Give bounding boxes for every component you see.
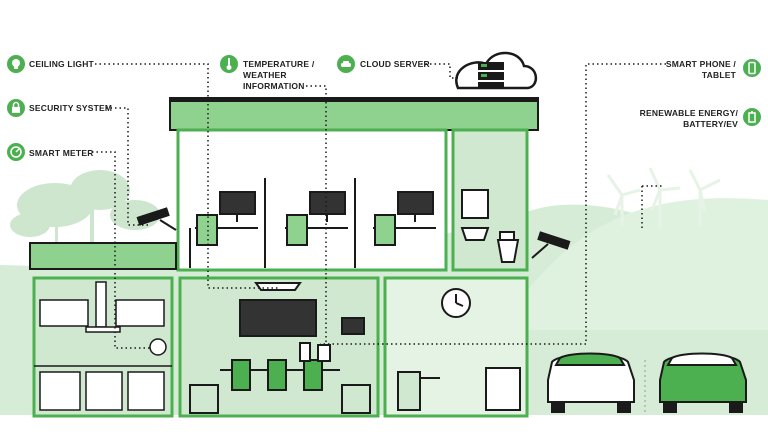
car-icon bbox=[337, 55, 355, 73]
connector-lines bbox=[92, 63, 666, 349]
meter-icon bbox=[7, 143, 25, 161]
background-trees bbox=[10, 170, 160, 245]
security-camera bbox=[136, 207, 571, 259]
living-room-fixtures bbox=[189, 282, 371, 414]
ceiling-light-label: CEILING LIGHT bbox=[29, 59, 94, 69]
right-hill bbox=[520, 198, 768, 330]
battery-icon bbox=[743, 108, 761, 126]
smart-phone-label-line2: TABLET bbox=[701, 70, 736, 80]
smart-meter-label: SMART METER bbox=[29, 148, 94, 158]
bathroom-fixtures bbox=[460, 189, 520, 263]
roof bbox=[169, 97, 539, 131]
security-system-label: SECURITY SYSTEM bbox=[29, 103, 113, 113]
renewable-label-line2: BATTERY/EV bbox=[683, 119, 738, 129]
electric-car-left bbox=[547, 352, 635, 413]
temperature-label-line2: WEATHER bbox=[243, 70, 287, 80]
wind-turbines bbox=[606, 167, 721, 228]
ground bbox=[0, 415, 768, 432]
lightbulb-icon bbox=[7, 55, 25, 73]
thermometer-icon bbox=[220, 55, 238, 73]
office-desks bbox=[189, 178, 436, 268]
electric-car-right bbox=[659, 352, 747, 413]
temperature-label-line1: TEMPERATURE / bbox=[243, 59, 315, 69]
smartphone-icon bbox=[743, 59, 761, 77]
bedroom-fixtures bbox=[397, 288, 521, 411]
renewable-label-line1: RENEWABLE ENERGY/ bbox=[639, 108, 738, 118]
cloud-server-label: CLOUD SERVER bbox=[360, 59, 430, 69]
cloud-server-graphic bbox=[455, 51, 537, 90]
temperature-label-line3: INFORMATION bbox=[243, 81, 305, 91]
kitchen-fixtures bbox=[34, 281, 172, 411]
smart-phone-label-line1: SMART PHONE / bbox=[665, 59, 736, 69]
lock-icon bbox=[7, 99, 25, 117]
